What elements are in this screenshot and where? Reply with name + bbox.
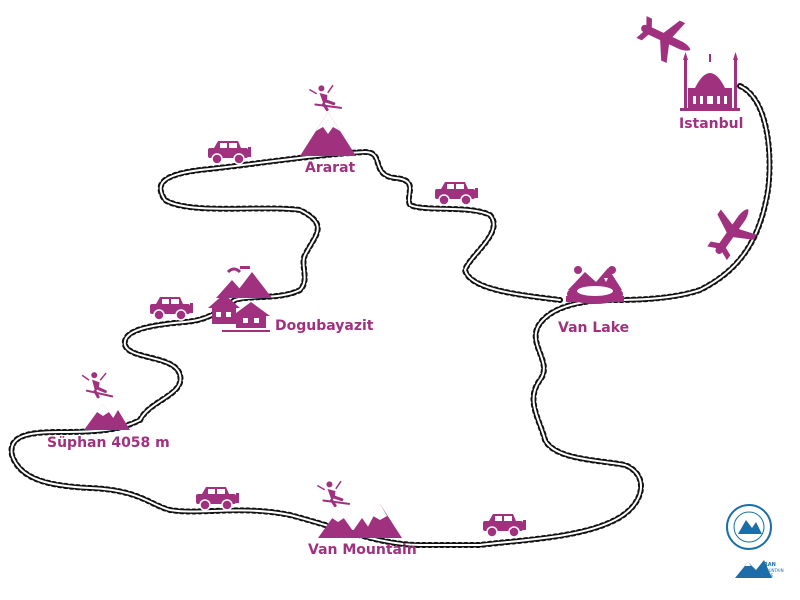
jeep-icon xyxy=(207,140,252,165)
stop-label-ararat: Ararat xyxy=(305,160,356,176)
stop-label-van-mountain: Van Mountain xyxy=(308,542,417,558)
brand-line2: MOUNTAIN xyxy=(762,568,784,573)
stop-label-dogubayazit: Dogubayazit xyxy=(275,318,374,334)
stop-label-van-lake: Van Lake xyxy=(558,320,630,336)
brand-line3: ZONE xyxy=(762,573,774,578)
iran-mountain-seal-icon xyxy=(726,504,772,550)
mountain-range-skier-icon xyxy=(315,476,402,538)
brand-logo: IRAN MOUNTAIN ZONE xyxy=(735,560,784,578)
jeep-icon xyxy=(482,513,527,538)
stop-label-suphan: Süphan 4058 m xyxy=(47,435,170,451)
route-path xyxy=(12,86,770,545)
mountain-skier-icon xyxy=(300,80,356,156)
mountain-skier-icon xyxy=(80,368,130,430)
jeep-icon xyxy=(434,181,479,206)
mosque-icon xyxy=(680,52,740,111)
jeep-icon xyxy=(149,296,194,321)
brand-line1: IRAN xyxy=(762,562,776,568)
lake-landscape-icon xyxy=(566,266,624,304)
village-icon xyxy=(208,266,272,332)
jeep-icon xyxy=(195,486,240,511)
stop-label-istanbul: Istanbul xyxy=(679,116,744,132)
airplane-icon xyxy=(632,7,700,70)
